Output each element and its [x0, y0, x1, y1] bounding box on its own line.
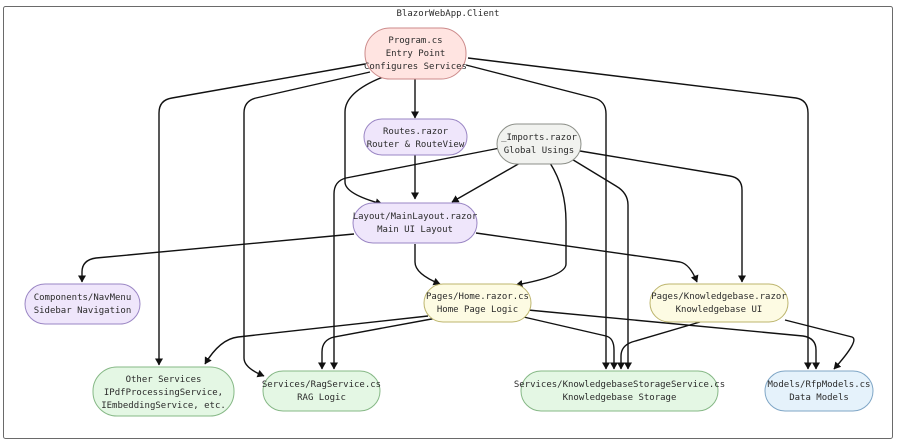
edge-layout-to-navmenu: [78, 233, 355, 283]
node-other-services-shape: [92, 366, 235, 417]
node-home-shape: [423, 283, 532, 323]
edge-program-to-layout: [344, 76, 384, 207]
edge-home-to-other: [204, 315, 429, 365]
node-routes-subtitle: Router & RouteView: [367, 140, 465, 150]
edge-imports-to-home: [515, 162, 567, 288]
edge-home-to-rag: [318, 317, 438, 370]
edge-home-to-kbstorage: [514, 314, 618, 370]
node-routes-shape: [363, 118, 468, 156]
node-rag-service-title: Services/RagService.cs: [262, 380, 381, 390]
node-other-services-title: Other Services: [126, 375, 202, 385]
node-layout-subtitle: Main UI Layout: [377, 225, 453, 235]
node-program-title: Program.cs: [388, 36, 442, 46]
subgraph-title: BlazorWebApp.Client: [397, 9, 500, 19]
edge-kb-to-models: [784, 319, 855, 370]
edge-imports-to-kb: [579, 150, 746, 283]
node-layout-title: Layout/MainLayout.razor: [353, 212, 478, 222]
edge-imports-to-rag: [330, 147, 501, 370]
node-program-subtitle: Entry Point: [386, 49, 446, 59]
node-program-detail: Configures Services: [364, 62, 467, 72]
node-knowledgebase-title: Pages/Knowledgebase.razor: [651, 292, 787, 302]
node-other-services-detail: IEmbeddingService, etc.: [101, 401, 226, 411]
node-layout[interactable]: Layout/MainLayout.razor Main UI Layout: [352, 202, 478, 244]
edge-layout-to-home: [414, 244, 441, 286]
node-imports-shape: [496, 123, 582, 165]
node-routes-title: Routes.razor: [383, 127, 449, 137]
node-navmenu-shape: [24, 283, 141, 325]
node-models-shape: [764, 370, 874, 412]
node-home-subtitle: Home Page Logic: [437, 305, 518, 315]
edge-program-to-other: [155, 63, 366, 366]
edge-home-to-models: [527, 309, 820, 370]
edge-layout-to-kb: [475, 232, 699, 283]
node-models[interactable]: Models/RfpModels.cs Data Models: [764, 370, 874, 412]
edge-program-to-models: [467, 57, 812, 370]
edge-program-to-rag: [243, 71, 371, 378]
node-layout-shape: [352, 202, 478, 244]
edge-program-to-kbstorage: [465, 64, 610, 370]
nodes-layer: Program.cs Entry Point Configures Servic…: [24, 27, 874, 417]
node-knowledgebase[interactable]: Pages/Knowledgebase.razor Knowledgebase …: [649, 283, 789, 323]
edges-layer: [78, 57, 855, 378]
node-kb-storage-service-shape: [520, 370, 719, 412]
node-imports[interactable]: _Imports.razor Global Usings: [496, 123, 582, 165]
node-knowledgebase-shape: [649, 283, 789, 323]
node-home-title: Pages/Home.razor.cs: [426, 292, 529, 302]
node-navmenu-title: Components/NavMenu: [34, 293, 132, 303]
node-other-services[interactable]: Other Services IPdfProcessingService, IE…: [92, 366, 235, 417]
node-models-title: Models/RfpModels.cs: [768, 380, 871, 390]
node-kb-storage-service-title: Services/KnowledgebaseStorageService.cs: [514, 380, 725, 390]
node-navmenu[interactable]: Components/NavMenu Sidebar Navigation: [24, 283, 141, 325]
node-knowledgebase-subtitle: Knowledgebase UI: [676, 305, 763, 315]
node-models-subtitle: Data Models: [789, 393, 849, 403]
edge-imports-to-kbstorage: [569, 157, 632, 370]
node-routes[interactable]: Routes.razor Router & RouteView: [363, 118, 468, 156]
node-imports-title: _Imports.razor: [501, 133, 577, 143]
edge-kb-to-kbstorage: [617, 321, 701, 370]
node-kb-storage-service[interactable]: Services/KnowledgebaseStorageService.cs …: [514, 370, 725, 412]
node-rag-service-shape: [262, 370, 381, 412]
node-kb-storage-service-subtitle: Knowledgebase Storage: [563, 393, 677, 403]
edge-imports-to-layout: [451, 162, 521, 203]
node-home[interactable]: Pages/Home.razor.cs Home Page Logic: [423, 283, 532, 323]
node-other-services-subtitle: IPdfProcessingService,: [104, 388, 223, 398]
node-program[interactable]: Program.cs Entry Point Configures Servic…: [364, 27, 467, 80]
node-navmenu-subtitle: Sidebar Navigation: [34, 306, 132, 316]
node-rag-service[interactable]: Services/RagService.cs RAG Logic: [262, 370, 381, 412]
node-program-shape: [364, 27, 467, 80]
node-imports-subtitle: Global Usings: [504, 146, 574, 156]
node-rag-service-subtitle: RAG Logic: [297, 393, 346, 403]
